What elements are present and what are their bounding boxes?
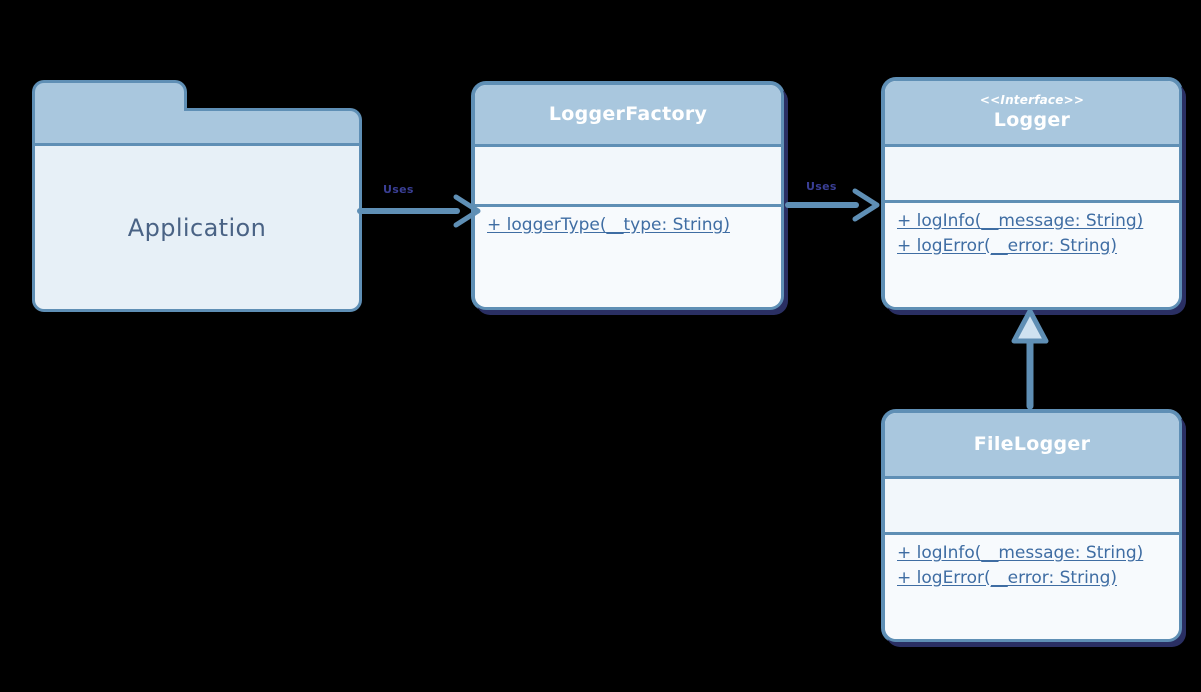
edge-loggerfactory-uses-logger xyxy=(785,188,880,222)
node-application-label: Application xyxy=(127,213,267,242)
method-row: + logError(__error: String) xyxy=(897,567,1117,588)
edge-filelogger-realizes-logger xyxy=(1011,308,1049,410)
package-tab-extension xyxy=(184,108,362,146)
node-logger-methods: + logInfo(__message: String) + logError(… xyxy=(885,203,1179,307)
node-logger-title: Logger xyxy=(993,108,1071,131)
method-row: + logInfo(__message: String) xyxy=(897,543,1144,563)
node-application[interactable]: Application xyxy=(32,80,362,312)
node-logger-factory-title: LoggerFactory xyxy=(548,103,708,126)
method-row: + loggerType(__type: String) xyxy=(487,215,730,235)
node-file-logger[interactable]: FileLogger + logInfo(__message: String) … xyxy=(882,410,1182,642)
package-body: Application xyxy=(32,143,362,312)
edge-label-loggerfactory-uses-logger: Uses xyxy=(806,180,837,193)
node-logger-factory-attributes xyxy=(475,147,781,207)
method-row: + logInfo(__message: String) xyxy=(897,211,1144,231)
method-row: + logError(__error: String) xyxy=(897,235,1117,256)
node-logger-factory[interactable]: LoggerFactory + loggerType(__type: Strin… xyxy=(472,82,784,310)
package-tab xyxy=(32,80,187,146)
node-file-logger-attributes xyxy=(885,479,1179,535)
node-logger-attributes xyxy=(885,147,1179,203)
edge-application-uses-loggerfactory xyxy=(357,194,481,228)
node-file-logger-title: FileLogger xyxy=(973,433,1091,456)
node-logger-header: <<Interface>> Logger xyxy=(885,81,1179,147)
node-logger-factory-methods: + loggerType(__type: String) xyxy=(475,207,781,307)
node-file-logger-header: FileLogger xyxy=(885,413,1179,479)
edge-label-application-uses-loggerfactory: Uses xyxy=(383,183,414,196)
node-logger-factory-header: LoggerFactory xyxy=(475,85,781,147)
node-logger[interactable]: <<Interface>> Logger + logInfo(__message… xyxy=(882,78,1182,310)
node-file-logger-methods: + logInfo(__message: String) + logError(… xyxy=(885,535,1179,639)
node-logger-stereotype: <<Interface>> xyxy=(979,92,1085,107)
